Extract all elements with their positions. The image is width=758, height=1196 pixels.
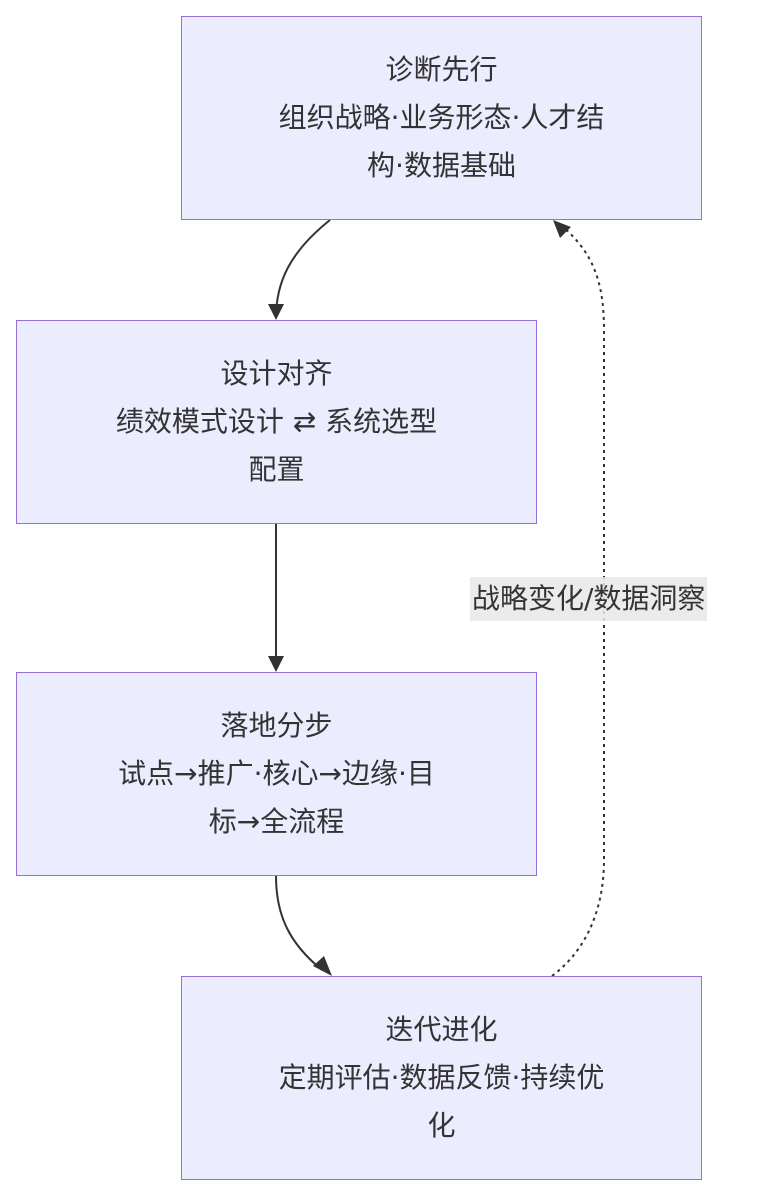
edge-n3-n4 [275,875,323,971]
node-text-line: 标→全流程 [208,805,345,838]
node-title: 落地分步 [220,709,333,742]
node-text-line: 绩效模式设计 ⇄ 系统选型 [115,405,438,438]
node-text-line: 组织战略·业务形态·人才结 [278,101,605,134]
arrowhead-n3-n4 [313,956,332,976]
node-title: 设计对齐 [220,357,333,390]
arrowhead-n2-n3 [268,656,284,672]
node-text-line: 构·数据基础 [367,149,516,182]
edge-n4-n1 [551,225,605,977]
node-title: 迭代进化 [385,1013,498,1046]
node-iteration: 迭代进化 定期评估·数据反馈·持续优 化 [181,976,702,1180]
node-text-line: 配置 [248,453,305,486]
node-text-line: 化 [427,1109,456,1142]
edge-label-feedback: 战略变化/数据洞察 [470,577,708,621]
node-title: 诊断先行 [385,53,498,86]
node-text-line: 试点→推广·核心→边缘·目 [118,757,435,790]
arrowhead-n1-n2 [268,304,284,320]
node-rollout: 落地分步 试点→推广·核心→边缘·目 标→全流程 [16,672,537,876]
node-design: 设计对齐 绩效模式设计 ⇄ 系统选型 配置 [16,320,537,524]
arrowhead-n4-n1 [553,220,571,238]
node-text-line: 定期评估·数据反馈·持续优 [278,1061,605,1094]
edge-n1-n2 [275,219,331,319]
node-diagnosis: 诊断先行 组织战略·业务形态·人才结 构·数据基础 [181,16,702,220]
